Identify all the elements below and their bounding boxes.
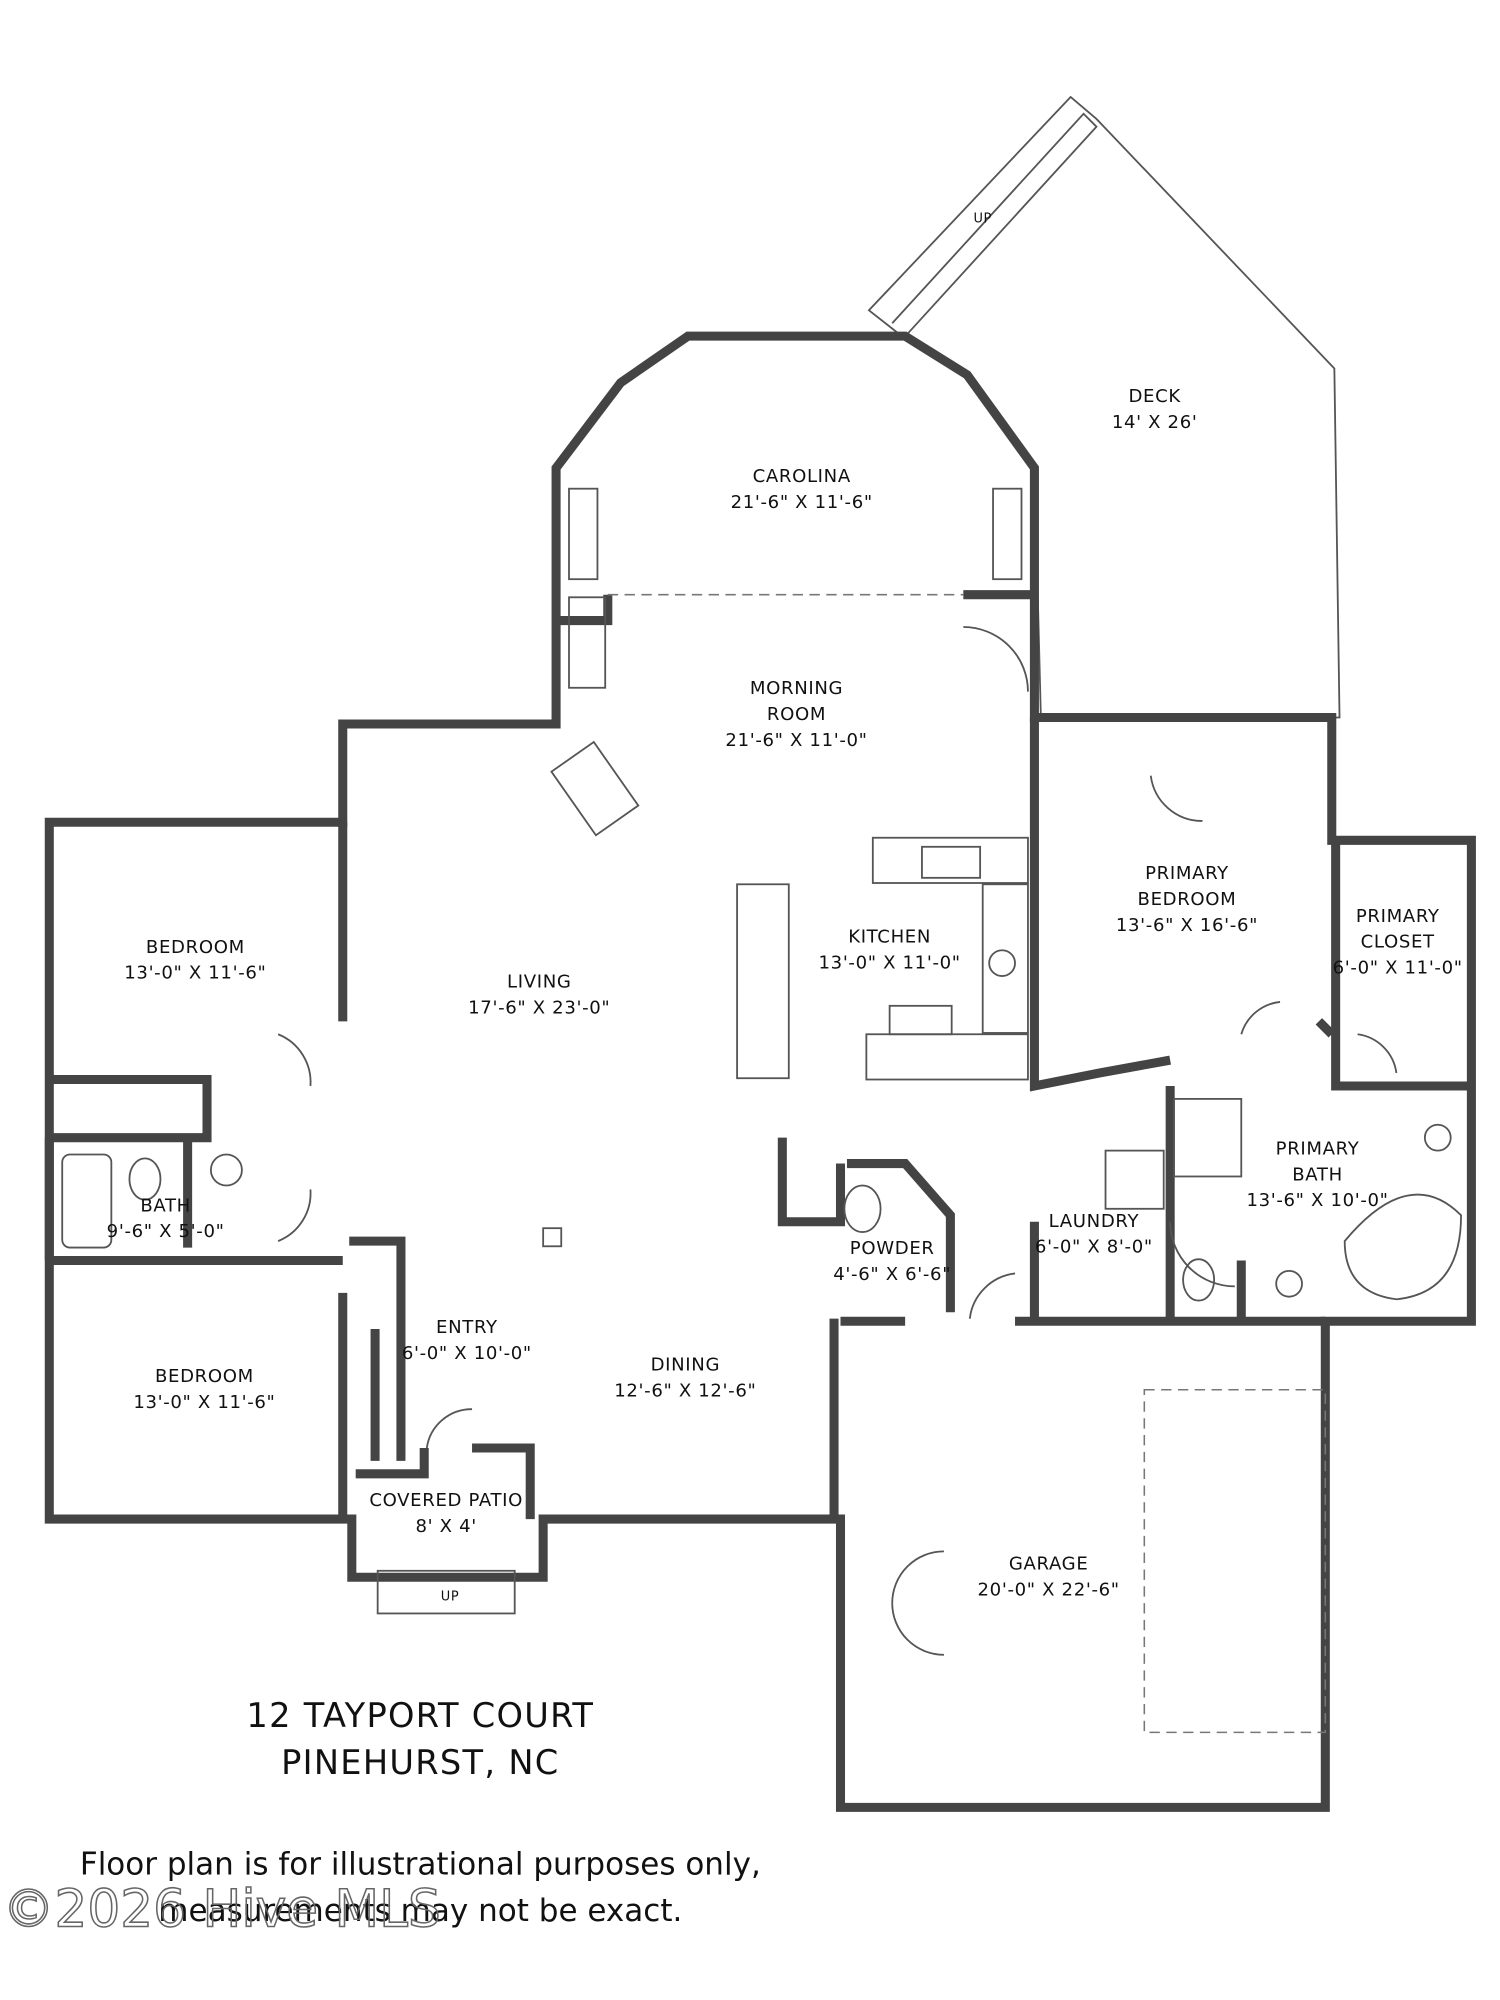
primary-bath-name: PRIMARY [1276, 1138, 1360, 1159]
kitchen-name: KITCHEN [848, 926, 931, 947]
living-size: 17'-6" X 23'-0" [468, 998, 610, 1019]
primary-bedroom-name: PRIMARY [1145, 863, 1229, 884]
primary-bedroom-size: 13'-6" X 16'-6" [1116, 915, 1258, 936]
deck-size: 14' X 26' [1112, 412, 1198, 433]
fixtures [61, 487, 1462, 1734]
carolina-size: 21'-6" X 11'-6" [731, 492, 873, 513]
patio-up-label: UP [441, 1590, 460, 1605]
bath-name: BATH [140, 1195, 191, 1216]
address-line1: 12 TAYPORT COURT [246, 1696, 594, 1735]
deck-stairs [891, 112, 1098, 335]
kitchen-size: 13'-0" X 11'-0" [819, 952, 961, 973]
bath-size: 9'-6" X 5'-0" [107, 1221, 225, 1242]
garage-name: GARAGE [1009, 1553, 1089, 1574]
laundry-name: LAUNDRY [1049, 1211, 1140, 1232]
powder-size: 4'-6" X 6'-6" [833, 1264, 951, 1285]
living-name: LIVING [507, 972, 572, 993]
bedroom1-name: BEDROOM [146, 937, 245, 958]
primary-bedroom-name2: BEDROOM [1138, 889, 1237, 910]
primary-closet-size: 6'-0" X 11'-0" [1333, 957, 1463, 978]
disclaimer-line1: Floor plan is for illustrational purpose… [80, 1847, 761, 1883]
primary-closet-name2: CLOSET [1361, 932, 1435, 953]
covered-patio-size: 8' X 4' [416, 1516, 477, 1537]
dining-size: 12'-6" X 12'-6" [614, 1380, 756, 1401]
morning-room-name: MORNING [750, 678, 843, 699]
primary-closet-name: PRIMARY [1356, 906, 1440, 927]
dining-name: DINING [651, 1354, 721, 1375]
bedroom2-name: BEDROOM [155, 1366, 254, 1387]
bedroom1-size: 13'-0" X 11'-6" [124, 963, 266, 984]
disclaimer-line2: measurements may not be exact. [158, 1893, 682, 1929]
deck-outline [867, 95, 1341, 719]
carolina-name: CAROLINA [753, 466, 851, 487]
address-line2: PINEHURST, NC [281, 1743, 559, 1782]
morning-room-name2: ROOM [767, 704, 826, 725]
entry-name: ENTRY [436, 1317, 498, 1338]
exterior-walls [44, 331, 1476, 1812]
deck-up-label: UP [973, 211, 992, 226]
covered-patio-name: COVERED PATIO [369, 1490, 523, 1511]
morning-room-size: 21'-6" X 11'-0" [725, 730, 867, 751]
garage-size: 20'-0" X 22'-6" [978, 1579, 1120, 1600]
primary-bath-size: 13'-6" X 10'-0" [1246, 1190, 1388, 1211]
powder-name: POWDER [850, 1238, 935, 1259]
entry-size: 6'-0" X 10'-0" [402, 1343, 532, 1364]
laundry-size: 6'-0" X 8'-0" [1035, 1237, 1153, 1258]
deck-name: DECK [1128, 386, 1181, 407]
primary-bath-name2: BATH [1292, 1164, 1343, 1185]
bedroom2-size: 13'-0" X 11'-6" [133, 1392, 275, 1413]
doors [277, 626, 1398, 1656]
watermark: ©2026 Hive MLS [3, 1879, 441, 1939]
interior-walls [44, 590, 1472, 1520]
